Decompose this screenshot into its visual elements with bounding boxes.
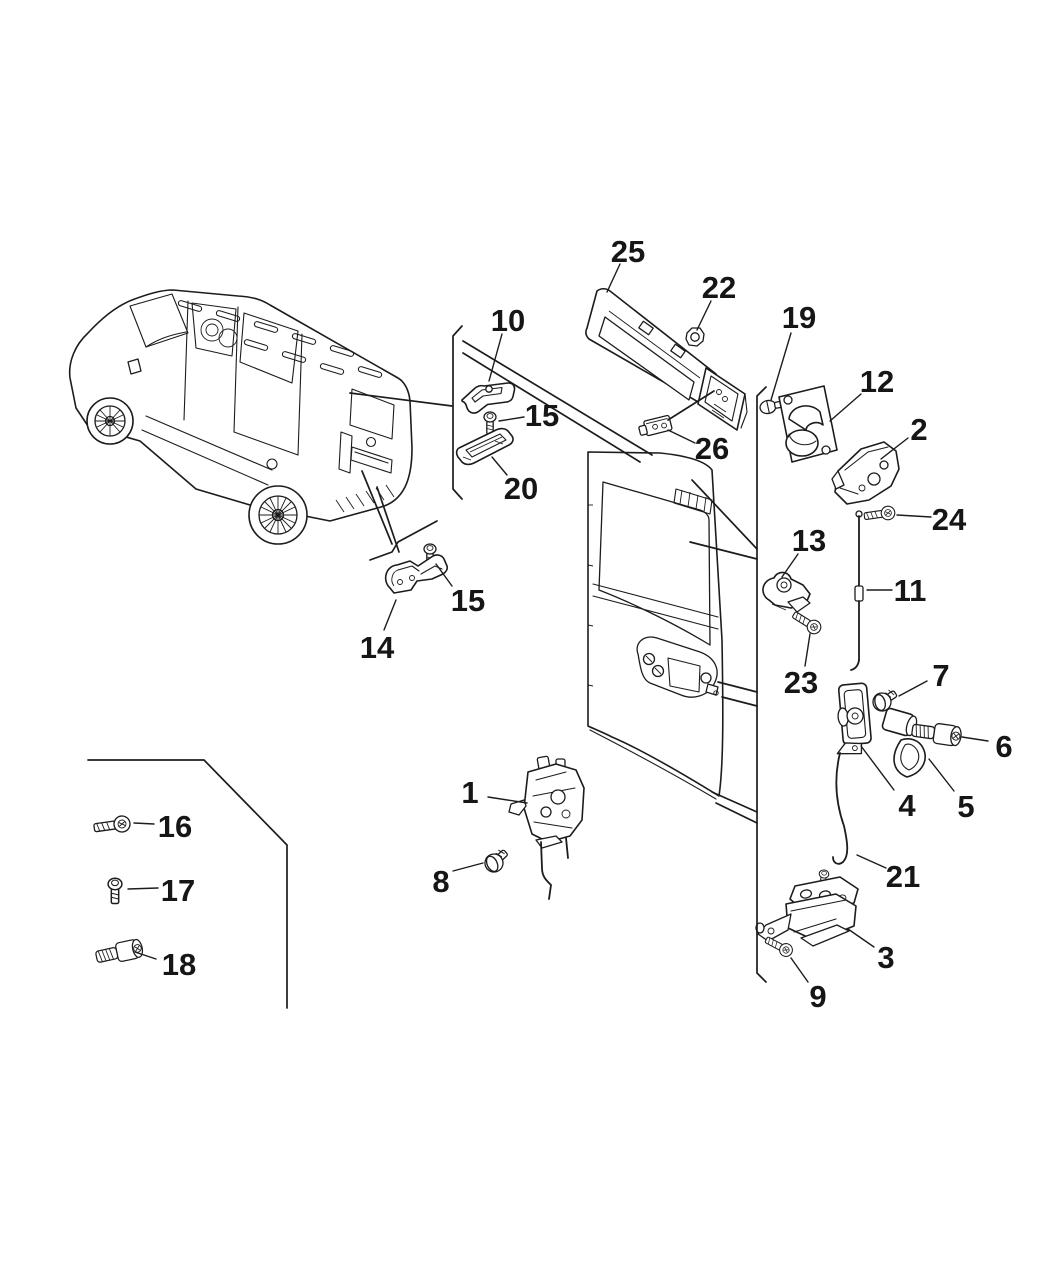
leader-line-6 bbox=[961, 736, 989, 742]
leader-line-3 bbox=[847, 928, 875, 948]
pointer-recess-to-bracket-a bbox=[717, 681, 758, 693]
callout-label-2: 2 bbox=[910, 412, 927, 447]
part-16-screw bbox=[92, 814, 132, 837]
callout-label-18: 18 bbox=[162, 947, 196, 982]
part-13-check-bracket bbox=[762, 571, 811, 613]
leader-line-4 bbox=[860, 745, 895, 791]
part-4-lock-plate bbox=[836, 682, 872, 755]
part-14-bracket bbox=[384, 554, 449, 594]
pointer-bracket-to-door-b bbox=[462, 352, 641, 463]
part-10-bracket bbox=[461, 382, 516, 414]
callout-label-5: 5 bbox=[957, 789, 974, 824]
part-19-clip bbox=[759, 399, 783, 415]
part-17-screw bbox=[107, 877, 123, 905]
rear-wheel bbox=[248, 485, 308, 545]
leader-line-8 bbox=[452, 862, 484, 872]
callout-label-26: 26 bbox=[695, 431, 729, 466]
pointer-van-to-part14-b bbox=[376, 486, 400, 553]
callout-label-19: 19 bbox=[782, 300, 816, 335]
callout-label-16: 16 bbox=[158, 809, 192, 844]
part-12-striker-plate bbox=[778, 385, 838, 463]
roof-ribs bbox=[177, 300, 383, 378]
pointer-part26-to-handle bbox=[667, 390, 715, 421]
callout-label-15: 15 bbox=[451, 583, 485, 618]
callout-label-9: 9 bbox=[809, 979, 826, 1014]
callout-label-22: 22 bbox=[702, 270, 736, 305]
leader-line-23 bbox=[804, 633, 811, 667]
panel-corner-bottom-left bbox=[87, 759, 288, 1009]
bracket-right bbox=[756, 386, 767, 983]
leader-line-21 bbox=[856, 854, 887, 869]
leader-line-22 bbox=[696, 300, 712, 331]
callout-label-11: 11 bbox=[894, 573, 927, 608]
part-2-upper-latch bbox=[831, 441, 900, 505]
leader-line-14 bbox=[383, 599, 397, 631]
pointer-recess-to-bracket-b bbox=[721, 696, 758, 707]
callout-label-15: 15 bbox=[525, 398, 559, 433]
van-illustration bbox=[68, 289, 413, 545]
leader-line-19 bbox=[770, 332, 792, 401]
callout-label-13: 13 bbox=[792, 523, 826, 558]
part-1-lock-assembly bbox=[508, 755, 585, 900]
leader-line-12 bbox=[829, 393, 862, 422]
callout-label-17: 17 bbox=[161, 873, 195, 908]
leader-line-7 bbox=[898, 680, 928, 697]
callout-label-4: 4 bbox=[898, 788, 916, 823]
part-20-sill-plate bbox=[455, 427, 514, 466]
leader-line-15 bbox=[498, 416, 525, 422]
leader-line-10 bbox=[488, 333, 503, 382]
pointer-van-to-bracket bbox=[349, 392, 453, 407]
pointer-doorcorner-to-bracket-a bbox=[711, 791, 758, 813]
part-3-lower-latch bbox=[755, 868, 859, 947]
rear-door-panel-illustration bbox=[587, 451, 724, 800]
leader-line-24 bbox=[896, 514, 932, 518]
part-9-screw bbox=[762, 933, 796, 960]
callout-label-23: 23 bbox=[784, 665, 818, 700]
front-wheel bbox=[86, 397, 134, 445]
leader-line-9 bbox=[790, 957, 809, 983]
part-26-latch-switch bbox=[638, 414, 673, 437]
part-5-lever bbox=[881, 707, 926, 778]
part-24-screw bbox=[862, 504, 897, 524]
callout-label-10: 10 bbox=[491, 303, 525, 338]
pointer-van-to-part14-a bbox=[361, 470, 393, 545]
pointer-door-to-bracket-top bbox=[691, 479, 758, 550]
part-21-cable bbox=[832, 752, 849, 865]
leader-line-17 bbox=[127, 887, 159, 890]
callout-label-6: 6 bbox=[995, 729, 1012, 764]
leader-line-26 bbox=[667, 429, 696, 444]
frame-lines-layer bbox=[87, 325, 767, 1009]
callout-label-25: 25 bbox=[611, 234, 645, 269]
callout-label-20: 20 bbox=[504, 471, 538, 506]
callout-label-3: 3 bbox=[877, 940, 894, 975]
part-8-button bbox=[480, 845, 514, 876]
callout-label-1: 1 bbox=[461, 775, 478, 810]
pointer-door-to-bracket-mid bbox=[689, 541, 758, 560]
callout-label-8: 8 bbox=[432, 864, 449, 899]
leader-line-18 bbox=[134, 951, 157, 960]
leader-line-16 bbox=[133, 822, 155, 825]
part-11-lock-rod bbox=[850, 510, 864, 671]
leader-line-15 bbox=[435, 563, 453, 587]
part-22-nut bbox=[685, 327, 705, 347]
callout-label-21: 21 bbox=[886, 859, 920, 894]
part-25-license-handle bbox=[585, 287, 748, 431]
leader-line-13 bbox=[781, 553, 799, 578]
callout-label-14: 14 bbox=[360, 630, 395, 665]
leader-line-20 bbox=[491, 456, 508, 476]
leader-line-5 bbox=[928, 758, 955, 792]
part-23-screw bbox=[789, 608, 824, 637]
leader-line-25 bbox=[606, 263, 621, 293]
callout-label-24: 24 bbox=[932, 502, 967, 537]
callout-label-7: 7 bbox=[932, 658, 949, 693]
callout-label-12: 12 bbox=[860, 364, 894, 399]
leader-line-2 bbox=[880, 437, 909, 460]
leader-line-1 bbox=[487, 796, 528, 804]
pointer-doorcorner-to-bracket-b bbox=[715, 802, 758, 824]
bracket-part14 bbox=[369, 520, 438, 561]
bracket-left bbox=[452, 325, 463, 500]
